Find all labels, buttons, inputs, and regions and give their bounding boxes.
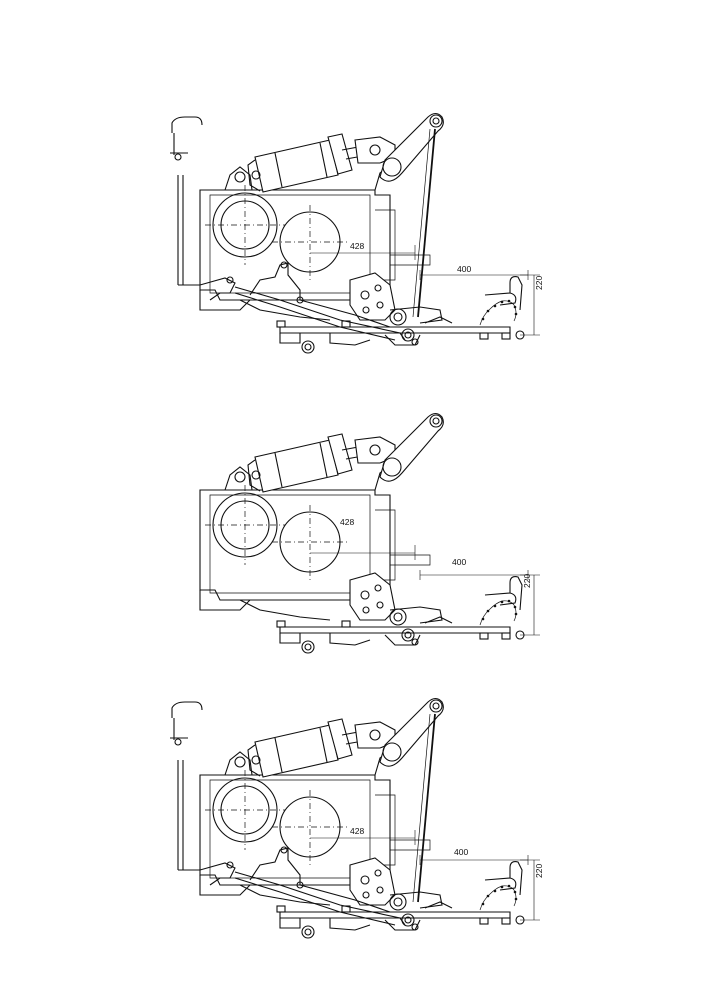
dimension-220-top: 220 (534, 276, 544, 290)
dimension-400-bottom: 400 (454, 847, 468, 857)
dimension-428-bottom: 428 (350, 826, 364, 836)
drawing-view-bottom (169, 697, 541, 939)
drawing-view-middle (199, 412, 541, 654)
drawing-view-top (169, 112, 541, 354)
dimension-428-top: 428 (350, 241, 364, 251)
dimension-400-top: 400 (457, 264, 471, 274)
dimension-220-bottom: 220 (534, 864, 544, 878)
dimension-428-middle: 428 (340, 517, 354, 527)
dimension-400-middle: 400 (452, 557, 466, 567)
dimension-220-middle: 220 (522, 574, 532, 588)
